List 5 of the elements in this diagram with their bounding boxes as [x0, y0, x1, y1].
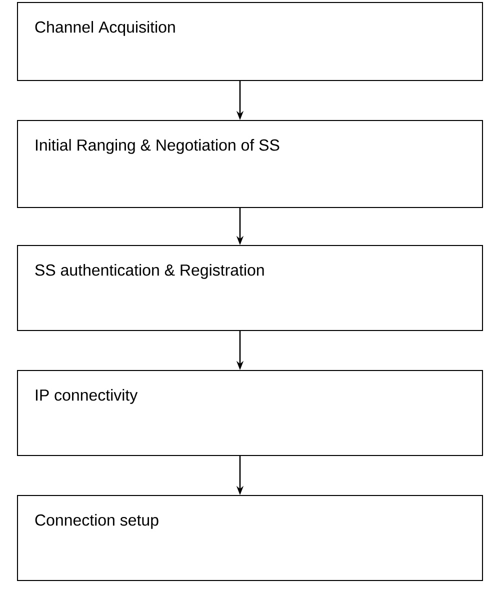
process-box: IP connectivity	[17, 370, 483, 456]
process-box: Connection setup	[17, 495, 483, 581]
process-box: Initial Ranging & Negotiation of SS	[17, 120, 483, 208]
process-box: SS authentication & Registration	[17, 245, 483, 331]
process-box: Channel Acquisition	[17, 2, 483, 81]
